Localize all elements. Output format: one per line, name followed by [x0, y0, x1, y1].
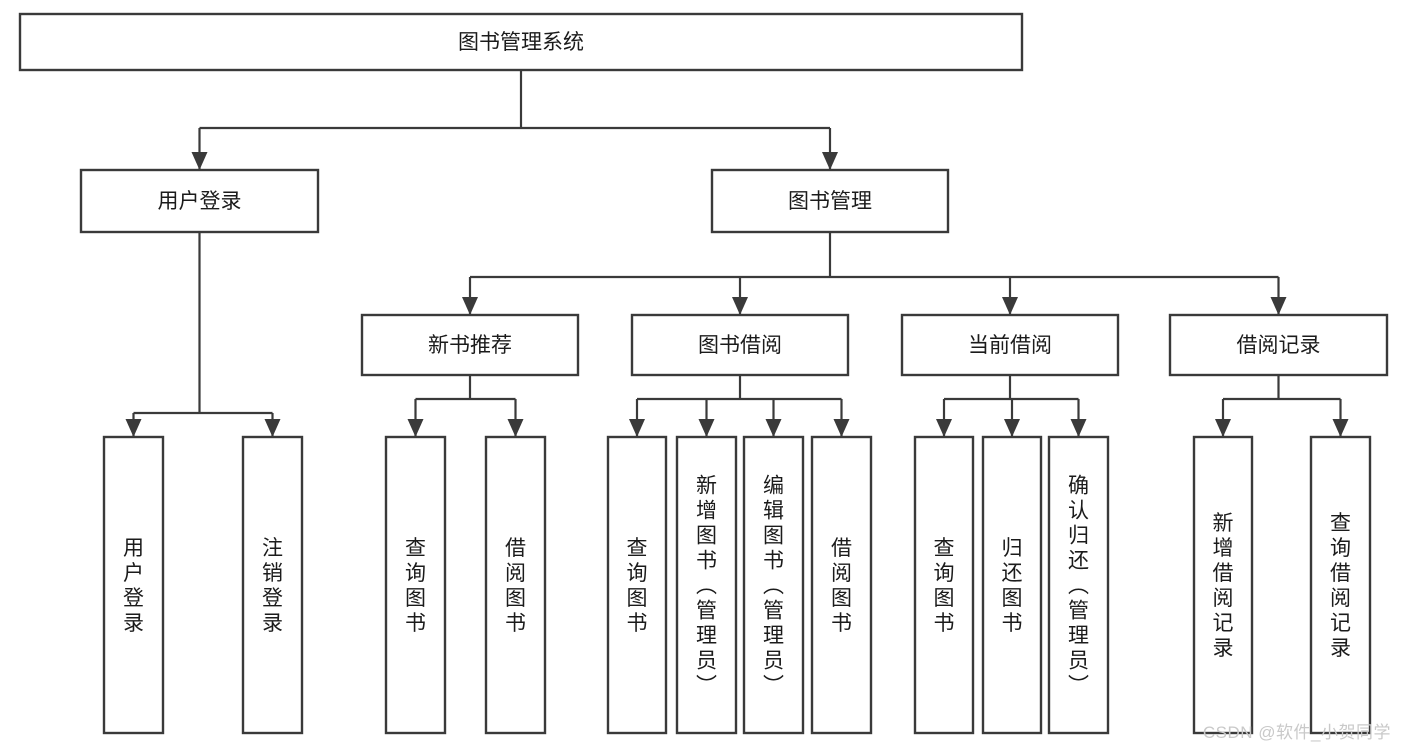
node-box[interactable] — [810, 435, 873, 735]
node-label: 查询图书 — [627, 537, 648, 635]
node-label: 当前借阅 — [968, 334, 1052, 357]
arrowhead-icon — [629, 419, 645, 437]
node-leaf-query-book-3[interactable]: 查询图书 — [913, 435, 975, 735]
arrowhead-icon — [1004, 419, 1020, 437]
arrowhead-icon — [191, 152, 208, 170]
arrowhead-icon — [1002, 297, 1018, 315]
node-leaf-query-book-2[interactable]: 查询图书 — [606, 435, 668, 735]
node-borrow-record[interactable]: 借阅记录 — [1168, 313, 1389, 377]
node-box[interactable] — [102, 435, 165, 735]
node-leaf-edit-book[interactable]: 编辑图书︵管理员︶ — [742, 435, 805, 735]
node-current-borrow[interactable]: 当前借阅 — [900, 313, 1120, 377]
node-label: 归还图书 — [1002, 537, 1023, 635]
node-box[interactable] — [630, 313, 850, 377]
arrowhead-icon — [462, 297, 478, 315]
arrowhead-icon — [698, 419, 715, 437]
node-box[interactable] — [484, 435, 547, 735]
node-box[interactable] — [79, 168, 320, 234]
node-box[interactable] — [360, 313, 580, 377]
node-leaf-logout[interactable]: 注销登录 — [241, 435, 304, 735]
node-box[interactable] — [675, 435, 738, 735]
node-leaf-borrow-book-2[interactable]: 借阅图书 — [810, 435, 873, 735]
node-box[interactable] — [1192, 435, 1254, 735]
node-label: 新书推荐 — [428, 334, 512, 357]
node-box[interactable] — [1168, 313, 1389, 377]
node-book-manage[interactable]: 图书管理 — [710, 168, 950, 234]
node-book-borrow[interactable]: 图书借阅 — [630, 313, 850, 377]
node-user-login[interactable]: 用户登录 — [79, 168, 320, 234]
edge-layer — [125, 70, 1349, 437]
node-label: 编辑图书︵管理员︶ — [763, 475, 784, 698]
node-leaf-borrow-book-rec[interactable]: 借阅图书 — [484, 435, 547, 735]
node-label: 用户登录 — [158, 190, 242, 213]
arrowhead-icon — [833, 419, 850, 437]
node-label: 借阅图书 — [505, 537, 526, 635]
arrowhead-icon — [936, 419, 952, 437]
arrowhead-icon — [1070, 419, 1087, 437]
node-leaf-user-login[interactable]: 用户登录 — [102, 435, 165, 735]
node-box[interactable] — [1309, 435, 1372, 735]
node-label: 图书借阅 — [698, 334, 782, 357]
node-box[interactable] — [384, 435, 447, 735]
node-label: 借阅记录 — [1237, 334, 1321, 357]
arrowhead-icon — [507, 419, 524, 437]
node-box[interactable] — [710, 168, 950, 234]
node-label: 新增图书︵管理员︶ — [696, 475, 717, 698]
node-leaf-add-book[interactable]: 新增图书︵管理员︶ — [675, 435, 738, 735]
node-leaf-query-record[interactable]: 查询借阅记录 — [1309, 435, 1372, 735]
node-box[interactable] — [241, 435, 304, 735]
node-new-book-rec[interactable]: 新书推荐 — [360, 313, 580, 377]
arrowhead-icon — [1332, 419, 1349, 437]
node-label: 查询借阅记录 — [1330, 512, 1351, 660]
node-label: 用户登录 — [123, 537, 144, 635]
node-leaf-query-book-rec[interactable]: 查询图书 — [384, 435, 447, 735]
node-label: 新增借阅记录 — [1213, 512, 1234, 660]
node-box[interactable] — [742, 435, 805, 735]
arrowhead-icon — [264, 419, 281, 437]
node-label: 借阅图书 — [831, 537, 852, 635]
node-leaf-add-record[interactable]: 新增借阅记录 — [1192, 435, 1254, 735]
arrowhead-icon — [407, 419, 424, 437]
node-box[interactable] — [913, 435, 975, 735]
node-label: 查询图书 — [934, 537, 955, 635]
node-box[interactable] — [900, 313, 1120, 377]
arrowhead-icon — [125, 419, 142, 437]
arrowhead-icon — [765, 419, 782, 437]
arrowhead-icon — [1270, 297, 1287, 315]
node-label: 注销登录 — [262, 537, 283, 635]
node-label: 图书管理 — [788, 190, 872, 213]
node-leaf-return-book[interactable]: 归还图书 — [981, 435, 1043, 735]
node-layer: 图书管理系统用户登录图书管理新书推荐图书借阅当前借阅借阅记录用户登录注销登录查询… — [18, 12, 1389, 735]
node-leaf-confirm-return[interactable]: 确认归还︵管理员︶ — [1047, 435, 1110, 735]
node-label: 图书管理系统 — [458, 31, 584, 54]
arrowhead-icon — [1215, 419, 1231, 437]
node-label: 确认归还︵管理员︶ — [1068, 475, 1089, 698]
node-box[interactable] — [1047, 435, 1110, 735]
node-box[interactable] — [18, 12, 1024, 72]
node-label: 查询图书 — [405, 537, 426, 635]
node-box[interactable] — [981, 435, 1043, 735]
node-box[interactable] — [606, 435, 668, 735]
watermark-label: CSDN @软件_小贺同学 — [1202, 723, 1391, 742]
arrowhead-icon — [732, 297, 748, 315]
arrowhead-icon — [822, 152, 838, 170]
node-root[interactable]: 图书管理系统 — [18, 12, 1024, 72]
